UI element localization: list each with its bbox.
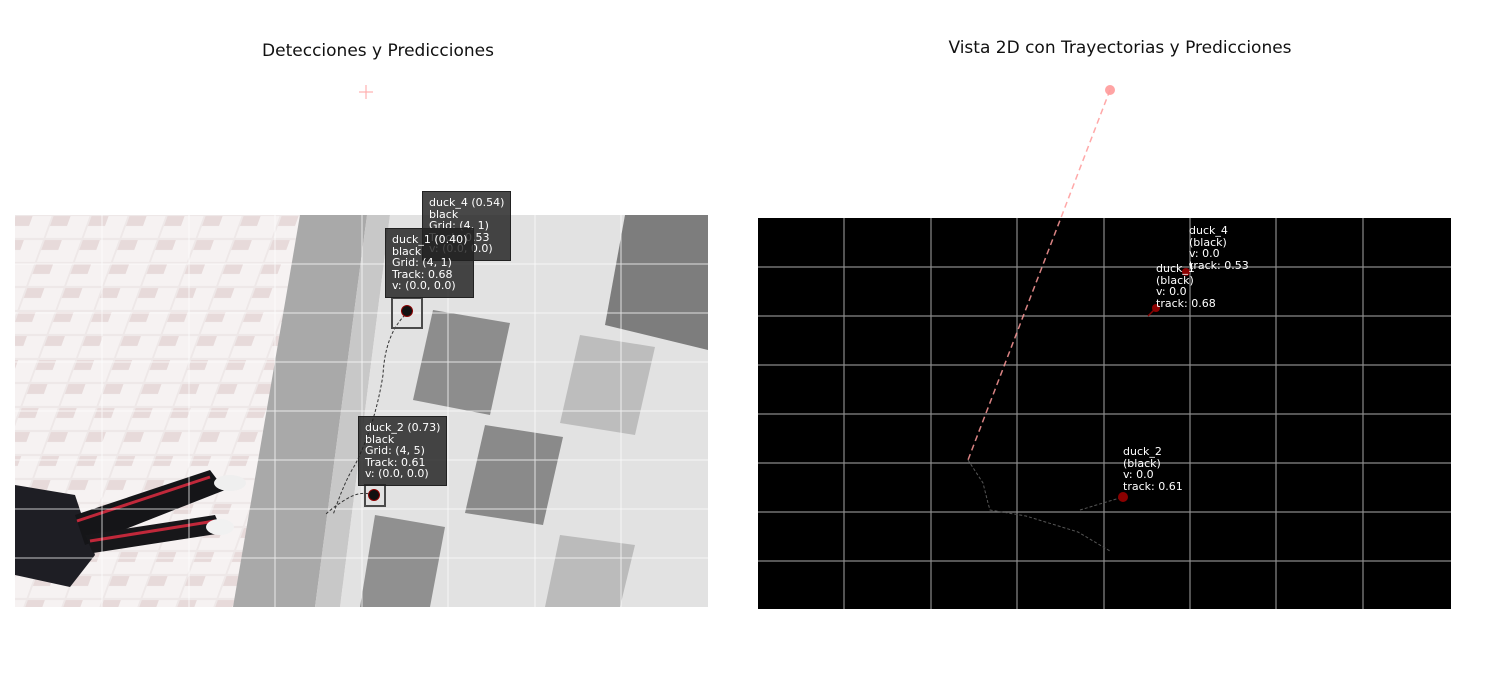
duck-1-info-box: duck_1 (0.40) black Grid: (4, 1) Track: … <box>385 228 475 298</box>
camera-frame-scene <box>15 215 708 607</box>
right-plot-title: Vista 2D con Trayectorias y Predicciones <box>948 38 1292 58</box>
duck-2-marker <box>368 489 380 501</box>
duck-1-header: duck_1 (0.40) <box>392 233 468 246</box>
duck-2-map-track: track: 0.61 <box>1123 479 1183 493</box>
duck-2-map-label: duck_2 (black) v: 0.0 track: 0.61 <box>1123 446 1183 492</box>
duck-4-map-track: track: 0.53 <box>1189 258 1249 272</box>
duck-4-header: duck_4 (0.54) <box>429 196 505 209</box>
duck-2-header: duck_2 (0.73) <box>365 421 441 434</box>
duck-1-marker <box>401 305 413 317</box>
duck-4-map-label: duck_4 (black) v: 0.0 track: 0.53 <box>1189 225 1249 271</box>
left-prediction-plus-icon <box>359 85 373 99</box>
duck-1-bounding-box[interactable] <box>391 297 423 329</box>
duck-1-grid: Grid: (4, 1) <box>392 256 452 269</box>
duck-1-color: black <box>392 244 422 258</box>
duck-1-map-track: track: 0.68 <box>1156 296 1216 310</box>
camera-frame-panel <box>15 215 708 607</box>
duck-4-map-marker[interactable] <box>1182 268 1190 276</box>
duck-2-map-name: duck_2 <box>1123 445 1162 458</box>
duck-2-track: Track: 0.61 <box>365 455 426 469</box>
duck-2-velocity: v: (0.0, 0.0) <box>365 467 429 480</box>
duck-4-map-velocity: v: 0.0 <box>1189 247 1220 260</box>
duck-1-map-label: duck_1 (black) v: 0.0 track: 0.68 <box>1156 263 1216 309</box>
top-view-panel <box>758 218 1451 609</box>
duck-4-grid: Grid: (4, 1) <box>429 219 489 232</box>
duck-2-map-velocity: v: 0.0 <box>1123 468 1154 481</box>
duck-2-map-marker[interactable] <box>1118 492 1128 502</box>
prediction-point-marker <box>1105 85 1115 95</box>
duck-4-map-color: (black) <box>1189 235 1227 249</box>
duck-1-map-color: (black) <box>1156 273 1194 287</box>
duck-2-info-box: duck_2 (0.73) black Grid: (4, 5) Track: … <box>358 416 448 486</box>
duck-2-grid: Grid: (4, 5) <box>365 444 425 457</box>
duck-1-map-marker[interactable] <box>1152 304 1160 312</box>
duck-2-map-color: (black) <box>1123 456 1161 470</box>
duck-1-velocity: v: (0.0, 0.0) <box>392 279 456 292</box>
duck-4-map-name: duck_4 <box>1189 224 1228 237</box>
left-plot-title: Detecciones y Predicciones <box>262 41 494 61</box>
duck-2-color: black <box>365 432 395 446</box>
duck-4-color: black <box>429 207 459 221</box>
top-view-grid <box>758 218 1451 609</box>
duck-1-track: Track: 0.68 <box>392 267 453 281</box>
duck-1-map-name: duck_1 <box>1156 262 1195 275</box>
duck-1-map-velocity: v: 0.0 <box>1156 285 1187 298</box>
